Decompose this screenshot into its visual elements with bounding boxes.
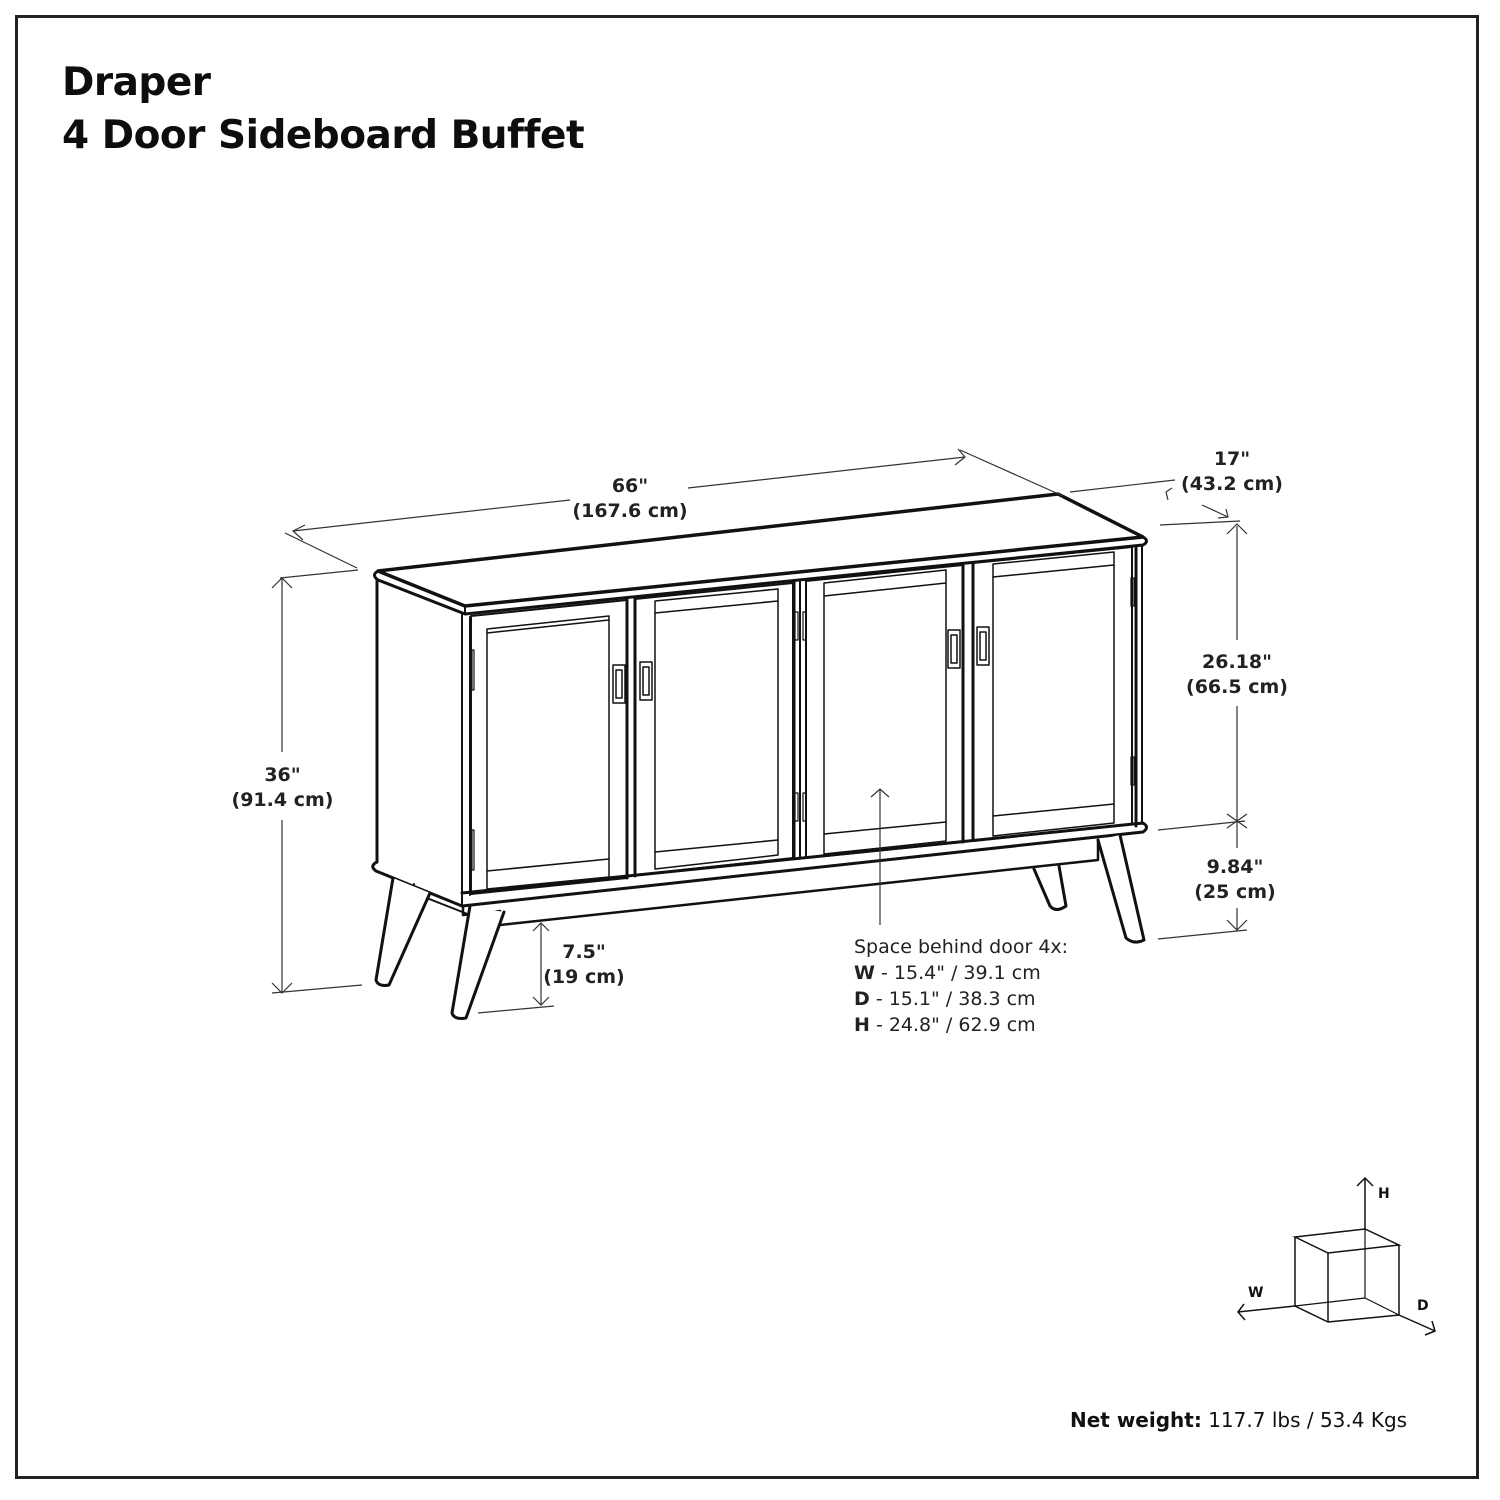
door-1 bbox=[470, 599, 628, 895]
depth-imperial: 17" bbox=[1213, 448, 1251, 470]
axis-legend-cube bbox=[1237, 1176, 1436, 1336]
row-value: - 24.8" / 62.9 cm bbox=[869, 1014, 1036, 1036]
row-key: D bbox=[854, 988, 870, 1010]
cabinet-height-metric: (66.5 cm) bbox=[1186, 676, 1288, 698]
width-metric: (167.6 cm) bbox=[572, 500, 688, 522]
row-key: H bbox=[854, 1014, 870, 1036]
product-name: Draper bbox=[62, 60, 211, 105]
net-weight: Net weight: 117.7 lbs / 53.4 Kgs bbox=[1070, 1408, 1407, 1432]
depth-metric: (43.2 cm) bbox=[1181, 473, 1283, 495]
leg-height-imperial: 9.84" bbox=[1206, 856, 1264, 878]
door-4 bbox=[961, 546, 1133, 844]
sideboard-legs bbox=[374, 833, 1146, 1020]
door-handles bbox=[612, 626, 990, 704]
axis-label-height: H bbox=[1378, 1186, 1390, 1202]
net-weight-value: 117.7 lbs / 53.4 Kgs bbox=[1201, 1408, 1408, 1432]
leg-height-metric: (25 cm) bbox=[1194, 881, 1276, 903]
product-title: Draper 4 Door Sideboard Buffet bbox=[62, 56, 585, 162]
product-type: 4 Door Sideboard Buffet bbox=[62, 113, 585, 158]
cabinet-height-dimension-label: 26.18" (66.5 cm) bbox=[1172, 650, 1302, 700]
sideboard-left-side bbox=[375, 578, 463, 897]
width-imperial: 66" bbox=[611, 475, 649, 497]
dimension-lines bbox=[271, 448, 1248, 1014]
row-value: - 15.4" / 39.1 cm bbox=[874, 962, 1041, 984]
door-3 bbox=[805, 564, 964, 859]
space-behind-door-note: Space behind door 4x: W - 15.4" / 39.1 c… bbox=[854, 934, 1068, 1038]
floor-clearance-imperial: 7.5" bbox=[562, 941, 606, 963]
page-border bbox=[15, 15, 1479, 1479]
width-dimension-label: 66" (167.6 cm) bbox=[570, 474, 690, 524]
total-height-dimension-label: 36" (91.4 cm) bbox=[220, 763, 345, 813]
space-note-row-depth: D - 15.1" / 38.3 cm bbox=[854, 986, 1068, 1012]
axis-label-depth: D bbox=[1417, 1298, 1429, 1314]
door-hinges bbox=[471, 577, 1135, 871]
floor-clearance-dimension-label: 7.5" (19 cm) bbox=[538, 940, 630, 990]
net-weight-label: Net weight: bbox=[1070, 1408, 1202, 1432]
row-key: W bbox=[854, 962, 875, 984]
row-value: - 15.1" / 38.3 cm bbox=[869, 988, 1036, 1010]
total-height-imperial: 36" bbox=[264, 764, 301, 786]
total-height-metric: (91.4 cm) bbox=[231, 789, 334, 811]
axis-label-width: W bbox=[1248, 1285, 1264, 1301]
floor-clearance-metric: (19 cm) bbox=[543, 966, 625, 988]
cabinet-height-imperial: 26.18" bbox=[1202, 651, 1272, 673]
depth-dimension-label: 17" (43.2 cm) bbox=[1172, 447, 1292, 497]
door-2 bbox=[625, 582, 794, 880]
space-note-heading: Space behind door 4x: bbox=[854, 936, 1069, 958]
space-note-row-height: H - 24.8" / 62.9 cm bbox=[854, 1012, 1068, 1038]
space-note-row-width: W - 15.4" / 39.1 cm bbox=[854, 960, 1068, 986]
sideboard-top bbox=[373, 492, 1148, 616]
leg-height-dimension-label: 9.84" (25 cm) bbox=[1180, 855, 1290, 905]
